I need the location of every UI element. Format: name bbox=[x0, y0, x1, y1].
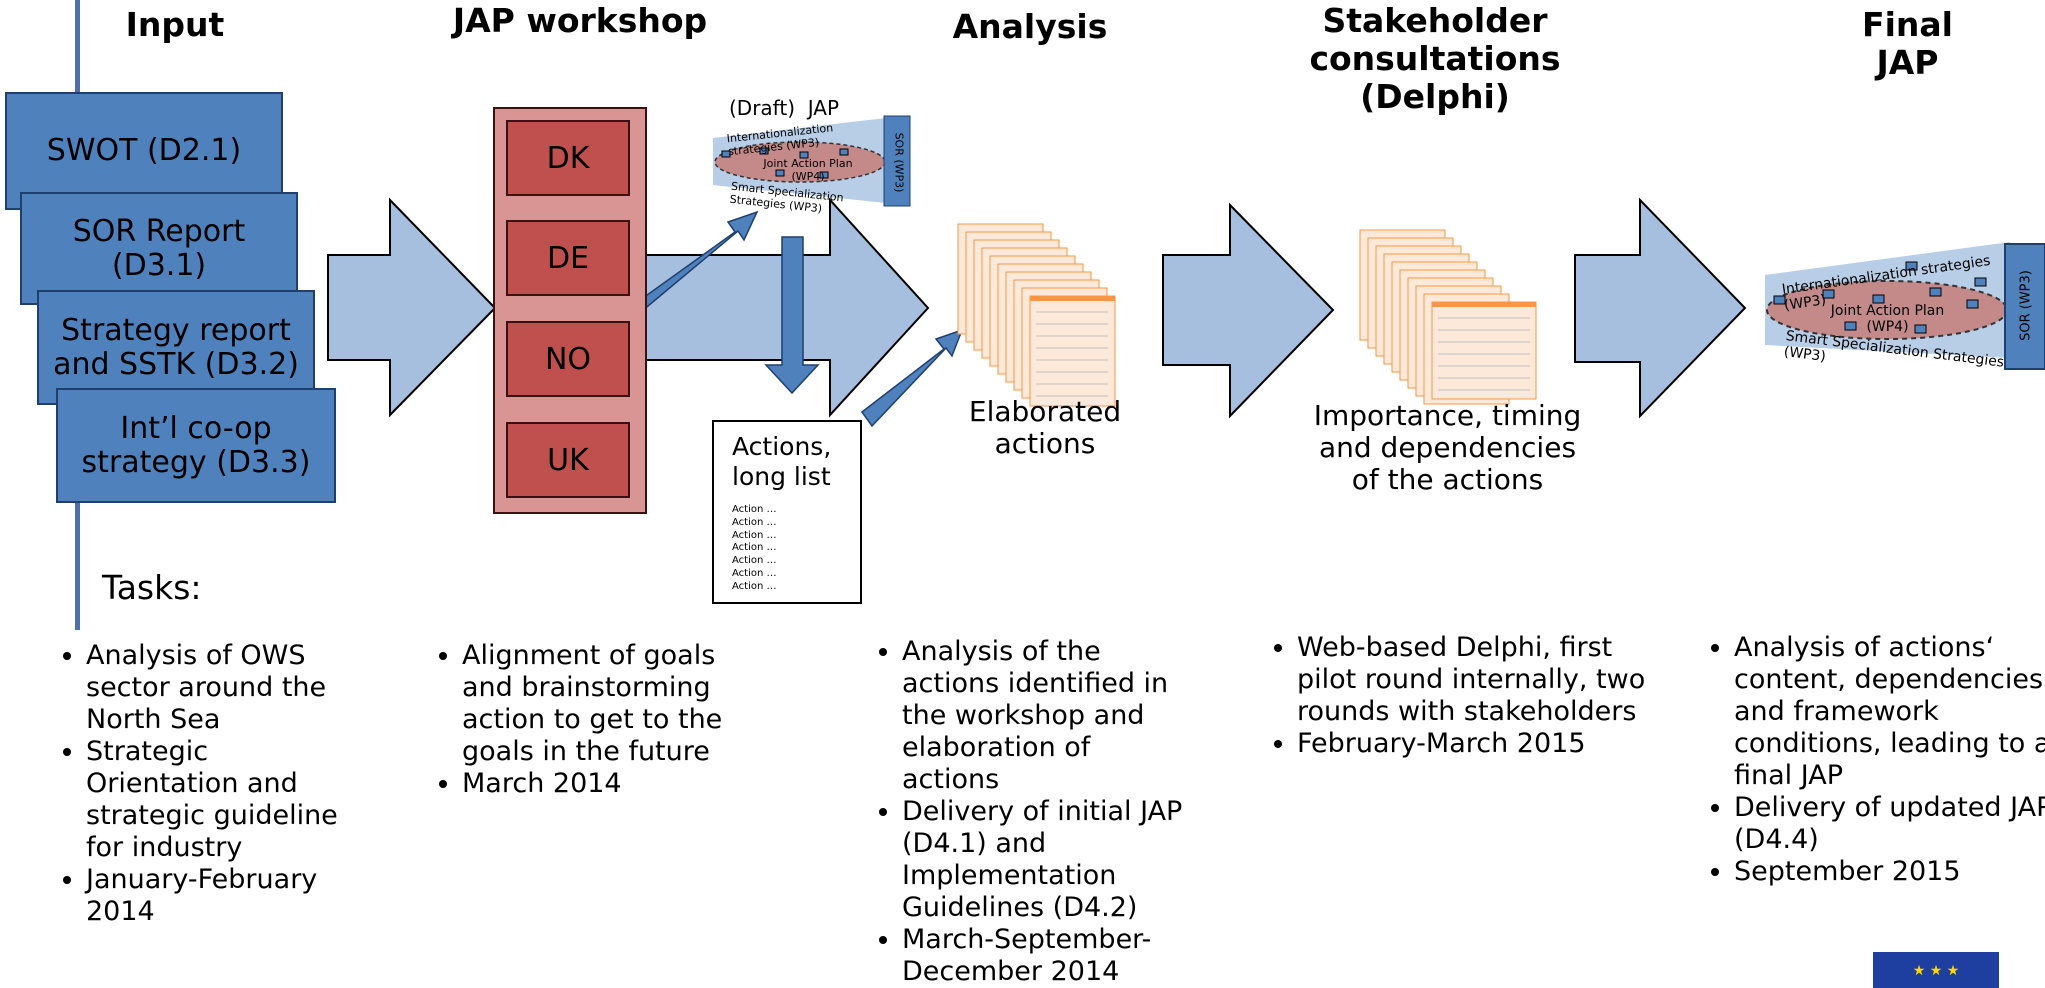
task-item: Alignment of goals and brainstorming act… bbox=[462, 640, 762, 768]
input-box-sor-report: SOR Report (D3.1) bbox=[20, 192, 298, 305]
actions-box-title: Actions, long list bbox=[732, 432, 832, 491]
action-item: Action … bbox=[732, 516, 777, 528]
tasks-final: Analysis of actions‘ content, dependenci… bbox=[1712, 632, 2045, 888]
svg-text:★ ★ ★: ★ ★ ★ bbox=[1913, 963, 1960, 979]
actions-list: Action … Action … Action … Action … Acti… bbox=[732, 504, 860, 594]
task-item: March-September-December 2014 bbox=[902, 924, 1192, 988]
heading-final-jap: Final JAP bbox=[1862, 5, 1953, 82]
flow-arrow-3 bbox=[1162, 202, 1335, 419]
actions-long-list-box: Actions, long list Action … Action … Act… bbox=[712, 420, 862, 604]
country-uk: UK bbox=[506, 422, 630, 498]
heading-stakeholder: Stakeholder consultations (Delphi) bbox=[1309, 1, 1561, 116]
heading-analysis: Analysis bbox=[952, 7, 1108, 46]
down-arrow bbox=[764, 236, 820, 395]
task-item: Delivery of initial JAP (D4.1) and Imple… bbox=[902, 796, 1192, 924]
final-jap-center-label: Joint Action Plan (WP4) bbox=[1830, 303, 1945, 335]
flow-arrow-1 bbox=[327, 197, 497, 418]
tasks-analysis: Analysis of the actions identified in th… bbox=[880, 636, 1192, 988]
task-item: Analysis of the actions identified in th… bbox=[902, 636, 1192, 796]
tasks-workshop: Alignment of goals and brainstorming act… bbox=[440, 640, 762, 800]
action-item: Action … bbox=[732, 504, 777, 515]
task-item: January-February 2014 bbox=[86, 864, 356, 928]
draft-jap-label: (Draft) JAP bbox=[729, 96, 840, 120]
final-jap-side-label: SOR (WP3) bbox=[2018, 270, 2034, 341]
task-item: Strategic Orientation and strategic guid… bbox=[86, 736, 356, 864]
diag-arrow-up bbox=[634, 210, 759, 313]
draft-jap-center-label: Joint Action Plan (WP4) bbox=[763, 157, 853, 183]
draft-jap-graphic bbox=[713, 115, 911, 207]
action-item: Action … bbox=[732, 529, 777, 541]
input-box-intl-coop: Int’l co-op strategy (D3.3) bbox=[56, 388, 336, 503]
elaborated-docs-stack bbox=[957, 223, 1116, 407]
task-item: March 2014 bbox=[462, 768, 762, 800]
country-dk: DK bbox=[506, 120, 630, 196]
draft-jap-side-label: SOR (WP3) bbox=[892, 132, 906, 193]
task-item: Delivery of updated JAP (D4.4) bbox=[1734, 792, 2045, 856]
caption-elaborated-actions: Elaborated actions bbox=[968, 395, 1122, 460]
action-item: Action … bbox=[732, 555, 777, 567]
action-item: Action … bbox=[732, 567, 777, 579]
action-item: Action … bbox=[732, 580, 777, 592]
task-item: September 2015 bbox=[1734, 856, 2045, 888]
task-item: Web-based Delphi, first pilot round inte… bbox=[1297, 632, 1647, 728]
tasks-stakeholder: Web-based Delphi, first pilot round inte… bbox=[1275, 632, 1647, 760]
input-box-strategy-report: Strategy report and SSTK (D3.2) bbox=[37, 290, 315, 405]
final-jap-graphic bbox=[1765, 242, 2045, 370]
heading-jap-workshop: JAP workshop bbox=[452, 1, 708, 40]
task-item: Analysis of OWS sector around the North … bbox=[86, 640, 356, 736]
caption-importance-timing: Importance, timing and dependencies of t… bbox=[1313, 399, 1582, 496]
country-no: NO bbox=[506, 321, 630, 397]
tasks-label: Tasks: bbox=[102, 568, 202, 607]
task-item: February-March 2015 bbox=[1297, 728, 1647, 760]
delphi-docs-stack bbox=[1359, 229, 1537, 405]
diag-arrow-up-2 bbox=[860, 328, 964, 428]
task-item: Analysis of actions‘ content, dependenci… bbox=[1734, 632, 2045, 792]
heading-input: Input bbox=[125, 5, 225, 44]
tasks-input: Analysis of OWS sector around the North … bbox=[64, 640, 356, 928]
country-de: DE bbox=[506, 220, 630, 296]
eu-flag-logo: ★ ★ ★ bbox=[1873, 952, 1999, 988]
flow-arrow-4 bbox=[1574, 197, 1747, 419]
action-item: Action … bbox=[732, 542, 777, 554]
